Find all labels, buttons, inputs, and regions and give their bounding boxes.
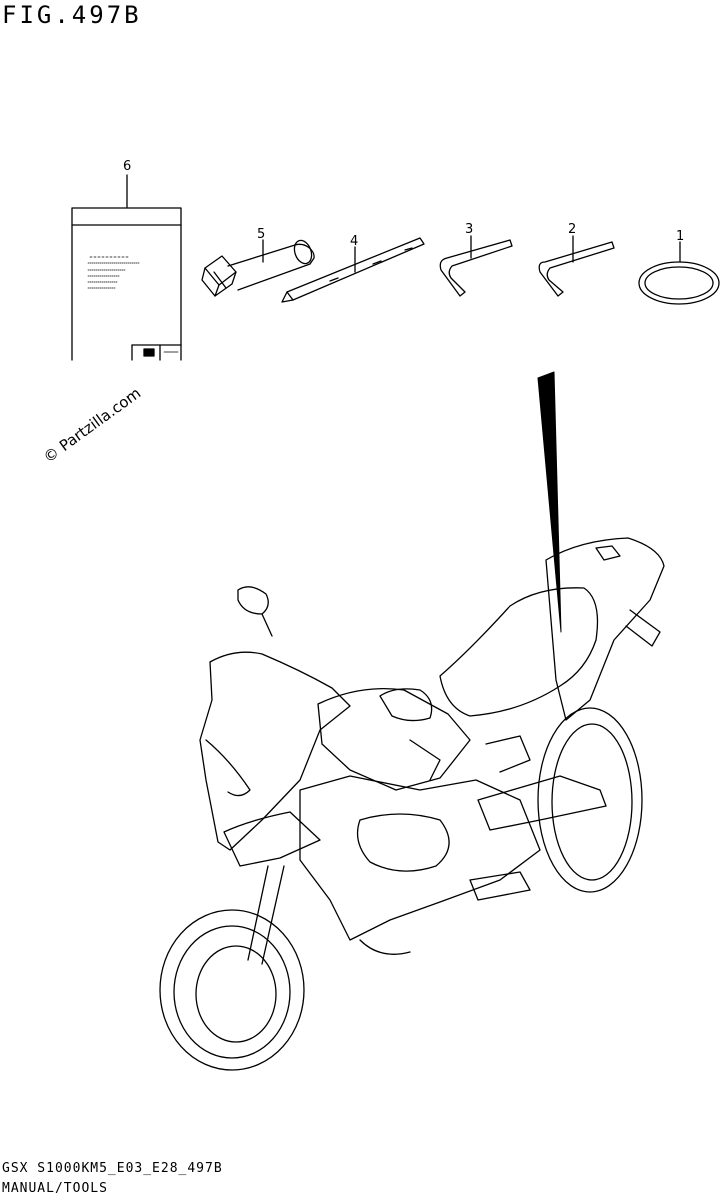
- o-ring-icon[interactable]: [638, 241, 720, 305]
- location-pointer-arrow: [537, 371, 562, 633]
- motorcycle-illustration: [159, 537, 665, 1071]
- figure-title: FIG.497B: [2, 1, 142, 29]
- callout-4: 4: [350, 234, 358, 249]
- footer-model-code: GSX S1000KM5_E03_E28_497B: [2, 1161, 223, 1176]
- callout-1: 1: [676, 229, 684, 244]
- callout-6: 6: [123, 159, 131, 174]
- owners-manual-icon[interactable]: [71, 174, 182, 361]
- screwdriver-icon[interactable]: [281, 237, 425, 303]
- hex-key-large-icon[interactable]: [439, 235, 513, 297]
- callout-2: 2: [568, 222, 576, 237]
- spark-plug-wrench-icon[interactable]: [201, 238, 315, 297]
- hex-key-small-icon[interactable]: [538, 235, 615, 297]
- callout-5: 5: [257, 227, 265, 242]
- callout-3: 3: [465, 222, 473, 237]
- footer-section-name: MANUAL/TOOLS: [2, 1181, 108, 1196]
